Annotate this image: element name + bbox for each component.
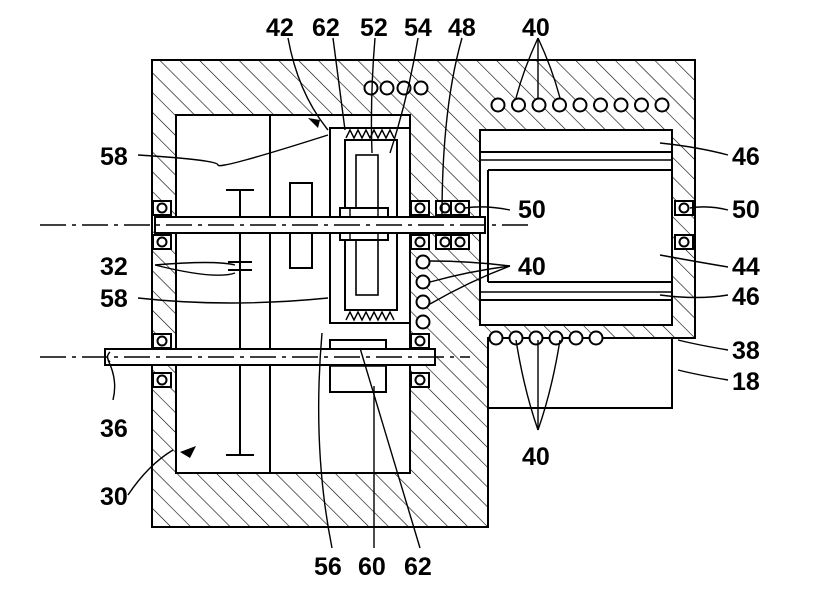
coil-turn <box>634 97 649 113</box>
label-40-bottom: 40 <box>522 443 550 471</box>
bearing <box>674 234 694 250</box>
bearing <box>410 372 430 388</box>
motor-cavity <box>479 129 673 326</box>
label-48: 48 <box>448 14 476 42</box>
label-52: 52 <box>360 14 388 42</box>
label-62-top: 62 <box>312 14 340 42</box>
coil-turn <box>552 97 567 113</box>
coil-turn <box>415 274 431 290</box>
reference-labels: 42 62 52 54 48 40 58 46 50 50 32 40 44 5… <box>100 14 760 581</box>
bearing <box>450 234 470 250</box>
label-58-bottom: 58 <box>100 285 128 313</box>
lower-shaft <box>40 348 470 366</box>
bearing <box>152 372 172 388</box>
label-36: 36 <box>100 415 128 443</box>
label-40-mid: 40 <box>518 253 546 281</box>
label-58-top: 58 <box>100 143 128 171</box>
bearing <box>410 234 430 250</box>
label-40-top: 40 <box>522 14 550 42</box>
label-60: 60 <box>358 553 386 581</box>
coil-turn <box>572 97 588 113</box>
coil-turn <box>548 330 564 346</box>
bearing <box>410 333 430 349</box>
leader-lines <box>107 37 729 549</box>
coil-turn <box>654 97 670 113</box>
electric-motor <box>480 151 672 301</box>
label-54: 54 <box>404 14 432 42</box>
component-18 <box>487 337 673 409</box>
coil-turn <box>613 97 629 113</box>
label-46-bottom: 46 <box>732 283 760 311</box>
coil-turn <box>363 80 379 96</box>
label-62-bottom: 62 <box>404 553 432 581</box>
bearing <box>152 234 172 250</box>
coil-turn <box>415 294 431 310</box>
housing <box>151 59 696 528</box>
coil-turn <box>528 330 544 346</box>
label-38: 38 <box>732 337 760 365</box>
upper-shaft <box>40 216 530 234</box>
label-50-mid: 50 <box>518 196 546 224</box>
label-32: 32 <box>100 253 128 281</box>
coil-turn <box>415 254 431 270</box>
coil-turn <box>588 330 604 346</box>
label-18: 18 <box>732 368 760 396</box>
bearings <box>152 200 694 388</box>
label-44: 44 <box>732 253 760 281</box>
gearbox-gears <box>226 189 254 456</box>
coil-turn <box>511 97 526 113</box>
coil-turn <box>488 330 504 346</box>
bearing <box>152 333 172 349</box>
coils <box>363 80 670 346</box>
label-42: 42 <box>266 14 294 42</box>
coil-turn <box>490 97 506 113</box>
coil-turn <box>508 330 524 346</box>
coil-turn <box>531 97 547 113</box>
coil-turn <box>413 80 429 96</box>
coil-turn <box>568 330 584 346</box>
coil-turn <box>415 314 431 330</box>
label-56: 56 <box>314 553 342 581</box>
coil-turn <box>593 97 608 113</box>
label-50-right: 50 <box>732 196 760 224</box>
coil-turn <box>379 80 395 96</box>
bearing <box>152 200 172 216</box>
label-30: 30 <box>100 483 128 511</box>
bearing <box>410 200 430 216</box>
bearing <box>450 200 470 216</box>
label-46-top: 46 <box>732 143 760 171</box>
